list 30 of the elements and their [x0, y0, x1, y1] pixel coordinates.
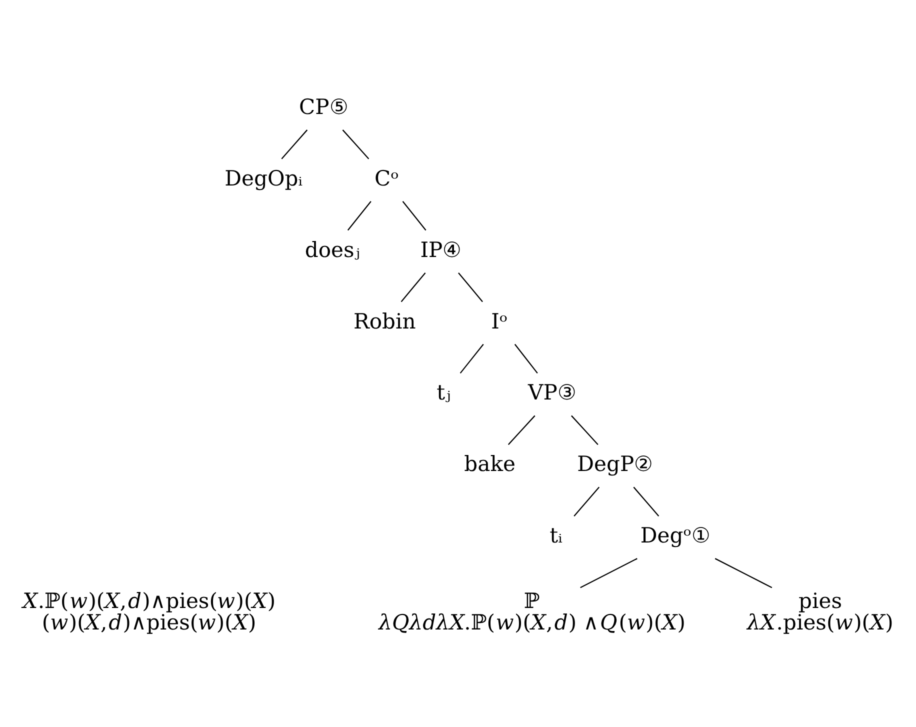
node-text: ℙ λQλdλX.ℙ(w)(X,d) ∧Q(w)(X): [378, 588, 686, 634]
connector: [508, 415, 536, 446]
connector: [342, 130, 370, 160]
node-text: DegOpᵢ: [224, 165, 303, 190]
connector: [514, 344, 538, 374]
node-text: Iᵒ: [491, 308, 508, 334]
node-text: Cᵒ: [374, 165, 399, 190]
connector: [580, 558, 638, 588]
node-text: VP③: [528, 380, 576, 405]
connector: [281, 130, 308, 160]
label: X.ℙ(w)(X,d)∧pies(w)(X): [22, 588, 276, 614]
connector: [633, 486, 660, 516]
node-text: Robin: [353, 308, 416, 334]
connector: [402, 201, 426, 231]
node-text: tⱼ: [436, 380, 451, 405]
connector: [571, 415, 598, 446]
node-text: IP④: [420, 236, 462, 262]
connector: [574, 486, 600, 516]
node-text: Degᵒ①: [640, 522, 710, 548]
connector: [460, 344, 484, 374]
node-text: doesⱼ: [304, 236, 360, 262]
connector: [714, 558, 772, 588]
node-text: DegP②: [577, 451, 654, 476]
connector: [400, 272, 426, 302]
connector: [347, 201, 372, 231]
node-text: bake: [464, 451, 516, 476]
connector: [458, 272, 483, 302]
node-text: pies λX.pies(w)(X): [746, 588, 894, 634]
node-text: tᵢ: [550, 522, 562, 548]
node-text: CP⑤: [299, 94, 348, 119]
